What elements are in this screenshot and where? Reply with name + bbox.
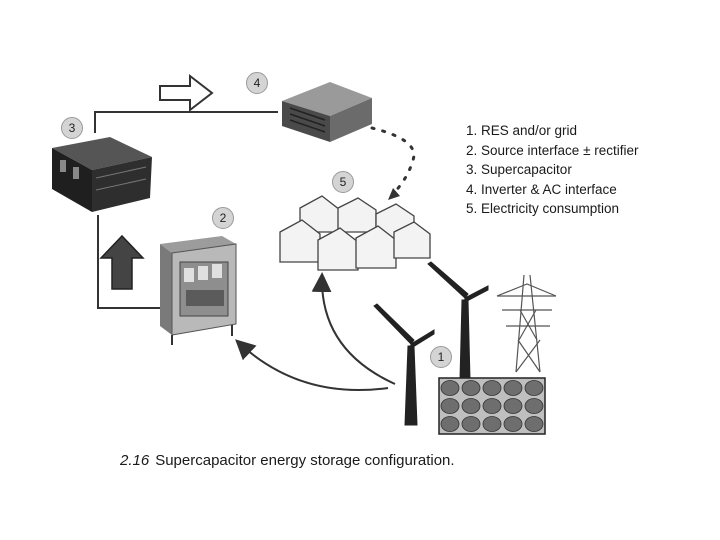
solar-cell [440, 398, 460, 414]
solar-cell [524, 398, 544, 414]
legend-item-4: 4. Inverter & AC interface [466, 181, 617, 197]
solar-cell [440, 416, 460, 432]
badge-2: 2 [212, 207, 234, 229]
solar-cell [503, 416, 523, 432]
rectifier-cabinet [160, 236, 237, 345]
power-pylon [496, 274, 557, 373]
curve-arrow-to-houses [311, 272, 396, 385]
solar-cells [440, 380, 544, 432]
solar-cell [524, 416, 544, 432]
solar-cell [440, 380, 460, 396]
curve-arrow-to-rectifier [235, 339, 389, 392]
solar-cell [461, 398, 481, 414]
solar-cell [482, 398, 502, 414]
flow-arrow-right [159, 73, 214, 113]
legend-item-5: 5. Electricity consumption [466, 201, 620, 216]
badge-3: 3 [61, 117, 83, 139]
figure-caption: 2.16 Supercapacitor energy storage config… [120, 452, 455, 469]
connector-line-3-to-4 [94, 111, 278, 133]
badge-5: 5 [332, 171, 354, 193]
legend-item-3: 3. Supercapacitor [466, 162, 572, 177]
solar-cell [461, 380, 481, 396]
legend-item-2: 2. Source interface ± rectifier [466, 142, 639, 158]
solar-cell [503, 380, 523, 396]
solar-cell [482, 380, 502, 396]
caption-number: 2.16 [120, 452, 150, 469]
inverter-device [282, 82, 372, 142]
solar-cell [461, 416, 481, 432]
solar-cell [524, 380, 544, 396]
solar-cell [482, 416, 502, 432]
badge-1: 1 [430, 346, 452, 368]
houses-cluster [279, 195, 431, 271]
wind-turbine-large [427, 261, 489, 381]
arrowhead-to-houses [388, 188, 400, 200]
wind-turbine-small [373, 303, 435, 426]
dotted-connector-4-to-5 [370, 126, 416, 196]
legend: 1. RES and/or grid 2. Source interface ±… [466, 121, 638, 219]
solar-cell [503, 398, 523, 414]
supercapacitor-device [52, 137, 152, 212]
badge-4: 4 [246, 72, 268, 94]
connector-line-2-to-3 [97, 215, 170, 309]
caption-text: Supercapacitor energy storage configurat… [155, 452, 455, 469]
legend-item-1: 1. RES and/or grid [466, 123, 578, 138]
flow-arrow-up [99, 234, 145, 290]
